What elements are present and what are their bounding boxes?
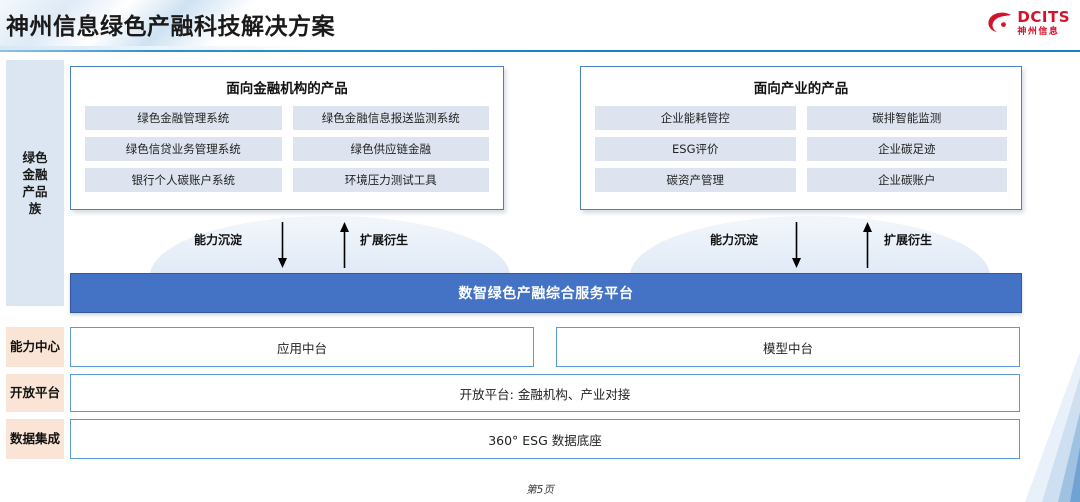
layer-box[interactable]: 模型中台 [556,327,1020,367]
layer-body: 开放平台: 金融机构、产业对接 [70,374,1020,412]
panel-title: 面向金融机构的产品 [226,81,348,97]
platform-bar-label: 数智绿色产融综合服务平台 [458,286,634,302]
panel-product-grid: 绿色金融管理系统 绿色金融信息报送监测系统 绿色信贷业务管理系统 绿色供应链金融… [71,97,503,192]
family-label-text: 绿色金融产品族 [22,149,48,217]
layer-row-ability-center: 能力中心 应用中台 模型中台 [6,327,1020,367]
layer-row-data-integration: 数据集成 360° ESG 数据底座 [6,419,1020,459]
header-divider [0,50,1080,52]
panel-industry-products: 面向产业的产品 企业能耗管控 碳排智能监测 ESG评价 企业碳足迹 碳资产管理 … [580,66,1022,210]
layer-row-open-platform: 开放平台 开放平台: 金融机构、产业对接 [6,374,1020,412]
product-item[interactable]: 环境压力测试工具 [292,168,489,192]
flow-label-expansion-derivation: 扩展衍生 [360,233,409,247]
logo-cn-text: 神州信息 [1017,26,1060,37]
platform-bar[interactable]: 数智绿色产融综合服务平台 [70,273,1022,313]
product-item[interactable]: 企业能耗管控 [595,106,796,130]
product-item[interactable]: 绿色金融管理系统 [85,106,282,130]
page-footer: 第5页 [526,484,554,496]
swoosh-icon [988,12,1012,32]
arrow-down-icon [792,222,801,268]
brand-logo: DCITS 神州信息 [987,6,1070,40]
flow-label-capability-precipitation: 能力沉淀 [710,233,759,247]
layer-box[interactable]: 360° ESG 数据底座 [70,419,1020,459]
arrow-up-icon [340,222,349,268]
arrow-up-icon [863,222,872,268]
product-item[interactable]: 绿色供应链金融 [292,137,489,161]
panel-product-grid: 企业能耗管控 碳排智能监测 ESG评价 企业碳足迹 碳资产管理 企业碳账户 [581,97,1021,192]
family-label: 绿色金融产品族 [6,60,64,306]
product-item[interactable]: 绿色信贷业务管理系统 [85,137,282,161]
flow-label-capability-precipitation: 能力沉淀 [194,233,243,247]
arrow-down-icon [278,222,287,268]
layer-label: 数据集成 [6,419,64,459]
layer-label: 能力中心 [6,327,64,367]
header-bar: 神州信息绿色产融科技解决方案 DCITS 神州信息 [0,0,1080,46]
flow-dome-right [630,216,990,276]
product-item[interactable]: 碳资产管理 [595,168,796,192]
product-item[interactable]: 碳排智能监测 [806,106,1007,130]
product-item[interactable]: 企业碳足迹 [806,137,1007,161]
layer-box[interactable]: 应用中台 [70,327,534,367]
product-item[interactable]: 银行个人碳账户系统 [85,168,282,192]
product-item[interactable]: 绿色金融信息报送监测系统 [292,106,489,130]
product-item[interactable]: 企业碳账户 [806,168,1007,192]
layer-label: 开放平台 [6,374,64,412]
logo-text: DCITS 神州信息 [1017,7,1070,37]
flow-label-expansion-derivation: 扩展衍生 [884,233,933,247]
product-item[interactable]: ESG评价 [595,137,796,161]
logo-en-text: DCITS [1017,7,1070,26]
layer-box[interactable]: 开放平台: 金融机构、产业对接 [70,374,1020,412]
layer-body: 360° ESG 数据底座 [70,419,1020,459]
panel-title: 面向产业的产品 [753,81,849,97]
page-title: 神州信息绿色产融科技解决方案 [6,14,335,40]
panel-financial-products: 面向金融机构的产品 绿色金融管理系统 绿色金融信息报送监测系统 绿色信贷业务管理… [70,66,504,210]
header-rule-glow [0,46,1080,50]
layer-body: 应用中台 模型中台 [70,327,1020,367]
